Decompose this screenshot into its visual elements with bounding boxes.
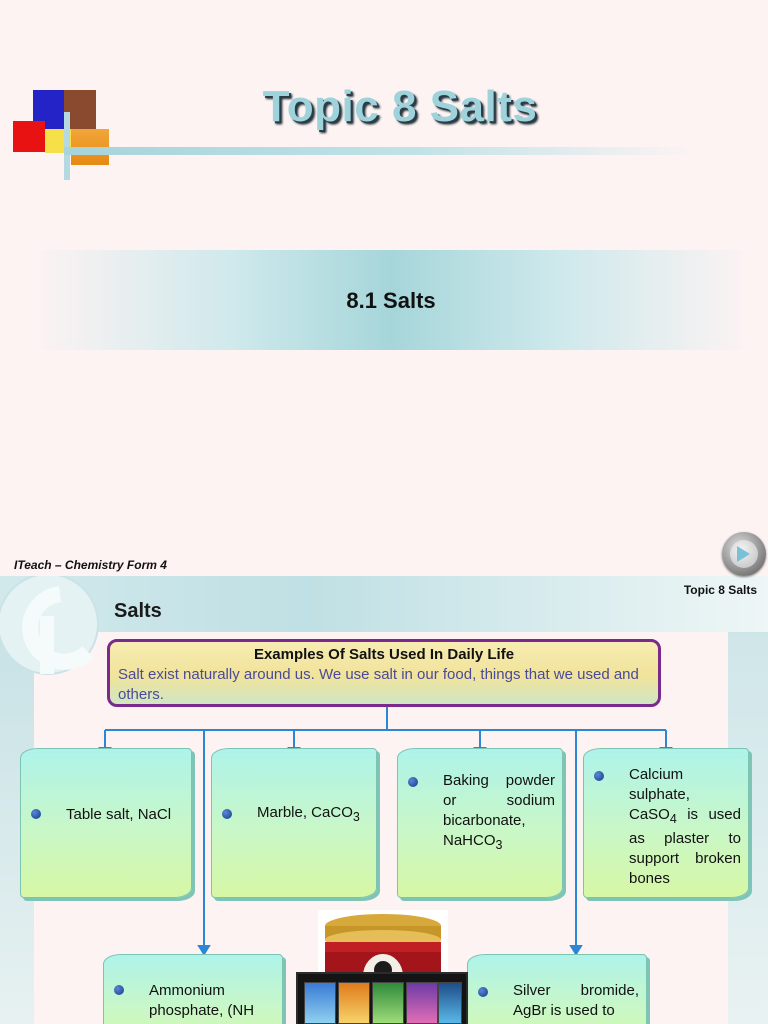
slide-salts-examples: ITeach – Chemistry Form 4 Topic 8 Salts … bbox=[0, 548, 768, 1024]
card-text: Calcium sulphate, CaSO4 is used as plast… bbox=[629, 765, 741, 889]
film-frame bbox=[406, 982, 438, 1024]
card-text-main: Marble, CaCO bbox=[257, 804, 353, 821]
card-text-main: Silver bromide, AgBr is used to bbox=[513, 982, 639, 1019]
film-frame bbox=[372, 982, 404, 1024]
title-underline-rule bbox=[64, 147, 694, 155]
film-frame bbox=[438, 982, 462, 1024]
card-ammonium-phosphate: Ammonium phosphate, (NH bbox=[103, 954, 283, 1024]
intro-text: Salt exist naturally around us. We use s… bbox=[118, 666, 639, 703]
card-table-salt: Table salt, NaCl bbox=[20, 748, 192, 898]
card-text: Marble, CaCO3 bbox=[257, 803, 367, 827]
header-band bbox=[0, 576, 768, 632]
card-text: Silver bromide, AgBr is used to bbox=[513, 981, 639, 1021]
card-text-main: Ammonium phosphate, (NH bbox=[149, 982, 255, 1019]
card-text-main: Calcium sulphate, CaSO bbox=[629, 766, 690, 823]
card-text-subscript: 4 bbox=[669, 812, 677, 826]
card-text: Ammonium phosphate, (NH bbox=[149, 981, 275, 1021]
card-text-main: Baking powder or sodium bicarbonate, NaH… bbox=[443, 772, 555, 849]
section-title: 8.1 Salts bbox=[346, 288, 436, 313]
card-silver-bromide: Silver bromide, AgBr is used to bbox=[467, 954, 647, 1024]
play-arrow-icon bbox=[737, 546, 750, 562]
bullet-icon bbox=[408, 777, 418, 787]
bullet-icon bbox=[594, 771, 604, 781]
film-frame bbox=[304, 982, 336, 1024]
slide-heading: Salts bbox=[114, 600, 162, 622]
card-text-rest: is used as plaster to support broken bon… bbox=[629, 806, 741, 887]
section-banner: 8.1 Salts bbox=[32, 250, 750, 350]
card-text-subscript: 3 bbox=[352, 810, 360, 824]
circle-logo-icon bbox=[0, 576, 99, 675]
slide-title-text: Topic 8 Salts bbox=[262, 82, 538, 131]
card-baking-powder: Baking powder or sodium bicarbonate, NaH… bbox=[397, 748, 563, 898]
logo-vertical-line bbox=[64, 112, 70, 180]
logo-red-square bbox=[13, 121, 45, 152]
card-text: Baking powder or sodium bicarbonate, NaH… bbox=[443, 771, 555, 855]
topic-corner-label: Topic 8 Salts bbox=[683, 583, 757, 597]
bullet-icon bbox=[31, 809, 41, 819]
card-marble: Marble, CaCO3 bbox=[211, 748, 377, 898]
card-text: Table salt, NaCl bbox=[66, 805, 184, 825]
next-slide-button[interactable] bbox=[722, 532, 766, 576]
intro-title: Examples Of Salts Used In Daily Life bbox=[253, 646, 515, 663]
bullet-icon bbox=[114, 985, 124, 995]
card-text-subscript: 3 bbox=[495, 838, 503, 852]
bullet-icon bbox=[222, 809, 232, 819]
card-text-main: Table salt, NaCl bbox=[66, 806, 172, 823]
intro-box: Examples Of Salts Used In Daily Life Sal… bbox=[107, 639, 661, 707]
series-label: ITeach – Chemistry Form 4 bbox=[14, 558, 167, 572]
slide-title: Topic 8 Salts 8.1 Salts bbox=[13, 82, 750, 350]
card-calcium-sulphate: Calcium sulphate, CaSO4 is used as plast… bbox=[583, 748, 749, 898]
film-frame bbox=[338, 982, 370, 1024]
bullet-icon bbox=[478, 987, 488, 997]
film-strip-image bbox=[296, 972, 468, 1024]
